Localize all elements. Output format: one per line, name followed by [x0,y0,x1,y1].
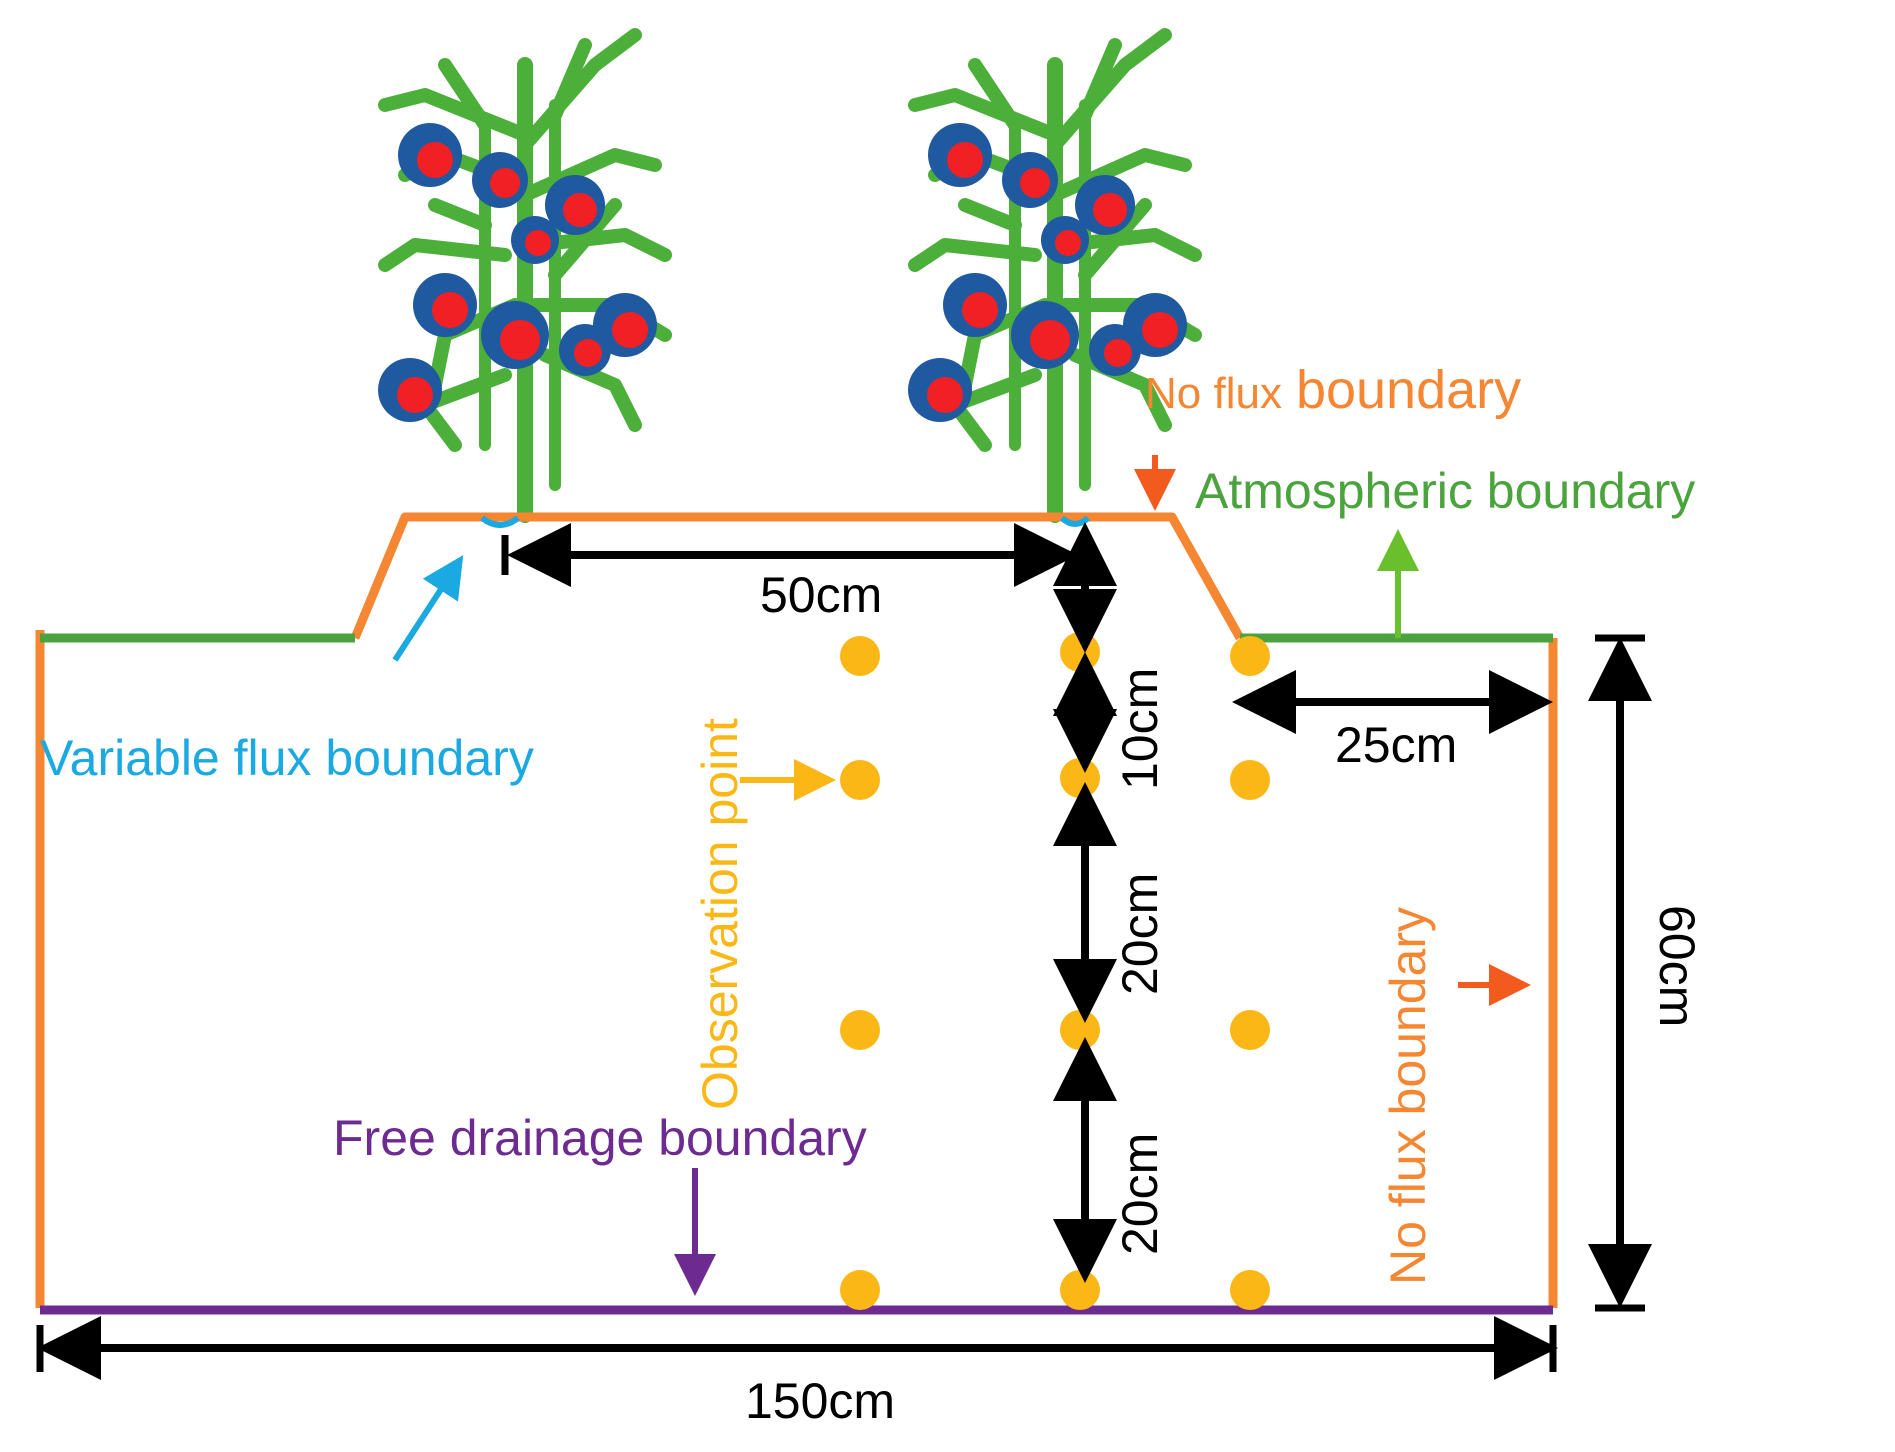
observation-point [1060,1010,1100,1050]
observation-point-label: Observation point [692,718,748,1110]
observation-points [840,632,1270,1310]
atmospheric-boundary-label: Atmospheric boundary [1195,463,1695,519]
total-depth-label: 60cm [1649,905,1705,1027]
observation-point [840,1010,880,1050]
observation-point [1060,1270,1100,1310]
observation-point [1060,632,1100,672]
bed-no-flux-boundary [350,512,1244,641]
observation-point [1230,636,1270,676]
observation-point [1230,1010,1270,1050]
plant-spacing-label: 50cm [760,567,882,623]
observation-point [840,760,880,800]
no-flux-right-label: No flux boundary [1380,907,1436,1285]
observation-point [840,1270,880,1310]
variable-flux-pointer-arrow [392,554,464,662]
observation-point [840,636,880,676]
surface-depth-label: 10cm [1112,668,1168,790]
depth-spacing-label-2: 20cm [1112,1133,1168,1255]
observation-point [1230,1270,1270,1310]
free-drainage-boundary-label: Free drainage boundary [333,1110,867,1166]
variable-flux-boundary-label: Variable flux boundary [40,730,534,786]
variable-flux-marker [480,515,520,528]
depth-spacing-label-1: 20cm [1112,873,1168,995]
total-width-label: 150cm [745,1373,895,1429]
tomato-plant-icon [908,35,1195,515]
shoulder-width-label: 25cm [1335,717,1457,773]
tomato-plant-icon [378,35,665,515]
observation-point [1060,758,1100,798]
observation-point [1230,760,1270,800]
